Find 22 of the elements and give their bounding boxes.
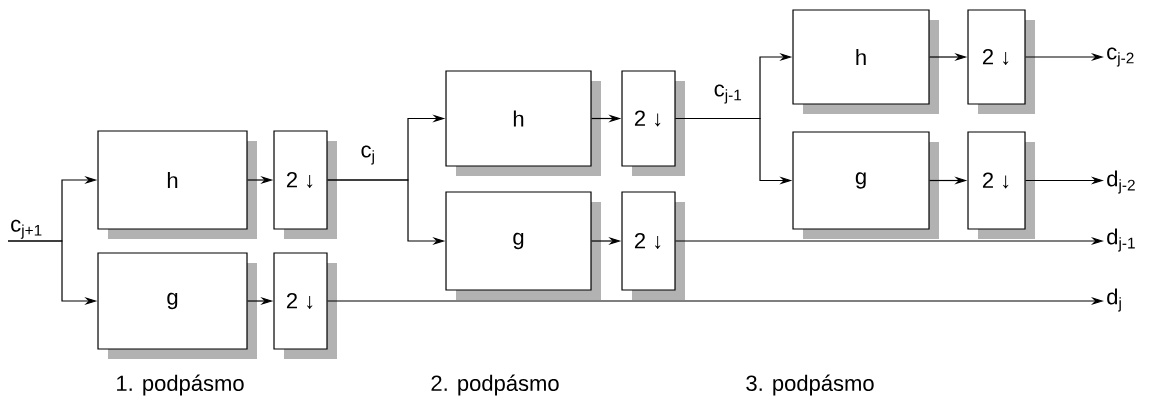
signal-label: d$_{j}$ xyxy=(1107,288,1121,312)
filter-box: h xyxy=(97,130,257,239)
signal-label: d$_{j-2}$ xyxy=(1107,170,1135,194)
filter-box: h xyxy=(792,9,939,114)
edge-label: c$_{j-1}$ xyxy=(712,83,744,105)
signal-label: c$_{j+1}$ xyxy=(11,219,42,239)
downsampler-box: 2 ↓ xyxy=(621,70,685,176)
filter-box: g xyxy=(445,191,601,300)
filter-box: g xyxy=(97,252,257,359)
signal-label: c$_{j-2}$ xyxy=(1107,47,1134,67)
downsampler-box: 2 ↓ xyxy=(967,9,1035,114)
stage-caption: 1. podpásmo xyxy=(117,374,244,396)
downsampler-box: 2 ↓ xyxy=(621,191,685,300)
signal-label: d$_{j-1}$ xyxy=(1107,228,1135,252)
downsampler-box: 2 ↓ xyxy=(967,131,1035,239)
edge-label: c$_{j}$ xyxy=(359,144,377,166)
downsampler-box: 2 ↓ xyxy=(273,252,337,359)
stage-caption: 2. podpásmo xyxy=(431,374,559,396)
downsampler-box: 2 ↓ xyxy=(273,130,337,239)
filter-box: h xyxy=(445,70,601,176)
stage-caption: 3. podpásmo xyxy=(746,374,874,396)
filter-box: g xyxy=(792,131,939,239)
